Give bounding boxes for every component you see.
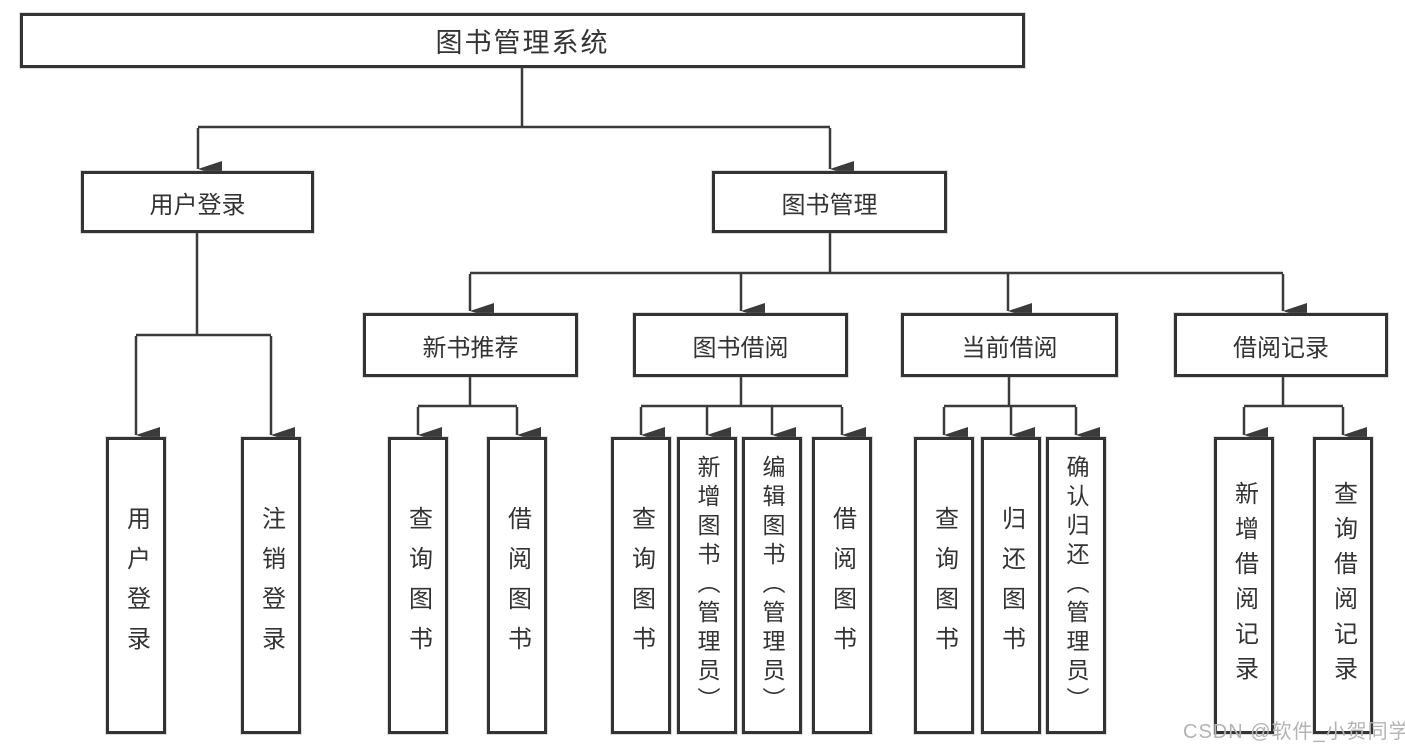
node-label: 查询图书 xyxy=(627,505,655,666)
node-leaf-logout: 注销登录 xyxy=(241,437,301,734)
node-label: 用户登录 xyxy=(149,191,246,219)
node-leaf-query-book-1: 查询图书 xyxy=(388,437,448,734)
node-label: 确认归还（管理员） xyxy=(1063,455,1089,716)
node-label: 查询图书 xyxy=(404,505,432,666)
node-leaf-user-login: 用户登录 xyxy=(106,437,166,734)
node-leaf-query-borrow-record: 查询借阅记录 xyxy=(1313,437,1373,734)
node-leaf-return-book: 归还图书 xyxy=(981,437,1041,734)
node-label: 归还图书 xyxy=(997,505,1025,666)
node-label: 新增借阅记录 xyxy=(1230,480,1258,691)
node-leaf-borrow-book-2: 借阅图书 xyxy=(812,437,872,734)
node-label: 借阅图书 xyxy=(828,505,856,666)
node-label: 查询图书 xyxy=(930,505,958,666)
node-book-management: 图书管理 xyxy=(712,171,947,233)
node-root-label: 图书管理系统 xyxy=(435,28,610,58)
node-leaf-confirm-return: 确认归还（管理员） xyxy=(1046,437,1106,734)
csdn-watermark: CSDN @软件_小贺同学 xyxy=(1183,721,1405,743)
node-leaf-borrow-book-1: 借阅图书 xyxy=(487,437,547,734)
node-label: 注销登录 xyxy=(257,505,285,666)
node-leaf-query-book-2: 查询图书 xyxy=(611,437,671,734)
node-leaf-add-book: 新增图书（管理员） xyxy=(677,437,737,734)
node-label: 编辑图书（管理员） xyxy=(759,455,785,716)
node-new-book-recommend: 新书推荐 xyxy=(363,313,578,377)
node-current-borrow: 当前借阅 xyxy=(901,313,1118,377)
node-root: 图书管理系统 xyxy=(20,13,1025,68)
node-label: 新书推荐 xyxy=(422,334,519,362)
node-label: 图书管理 xyxy=(781,191,878,219)
node-label: 用户登录 xyxy=(122,505,150,666)
node-label: 图书借阅 xyxy=(692,334,789,362)
node-label: 查询借阅记录 xyxy=(1329,480,1357,691)
node-leaf-edit-book: 编辑图书（管理员） xyxy=(742,437,802,734)
node-label: 借阅记录 xyxy=(1233,334,1329,362)
node-label: 借阅图书 xyxy=(503,505,531,666)
node-label: 新增图书（管理员） xyxy=(694,455,720,716)
node-leaf-add-borrow-record: 新增借阅记录 xyxy=(1214,437,1274,734)
node-book-borrow: 图书借阅 xyxy=(633,313,848,377)
node-user-login-branch: 用户登录 xyxy=(81,171,314,233)
node-label: 当前借阅 xyxy=(961,334,1058,362)
node-leaf-query-book-3: 查询图书 xyxy=(914,437,974,734)
node-borrow-records: 借阅记录 xyxy=(1174,313,1388,377)
